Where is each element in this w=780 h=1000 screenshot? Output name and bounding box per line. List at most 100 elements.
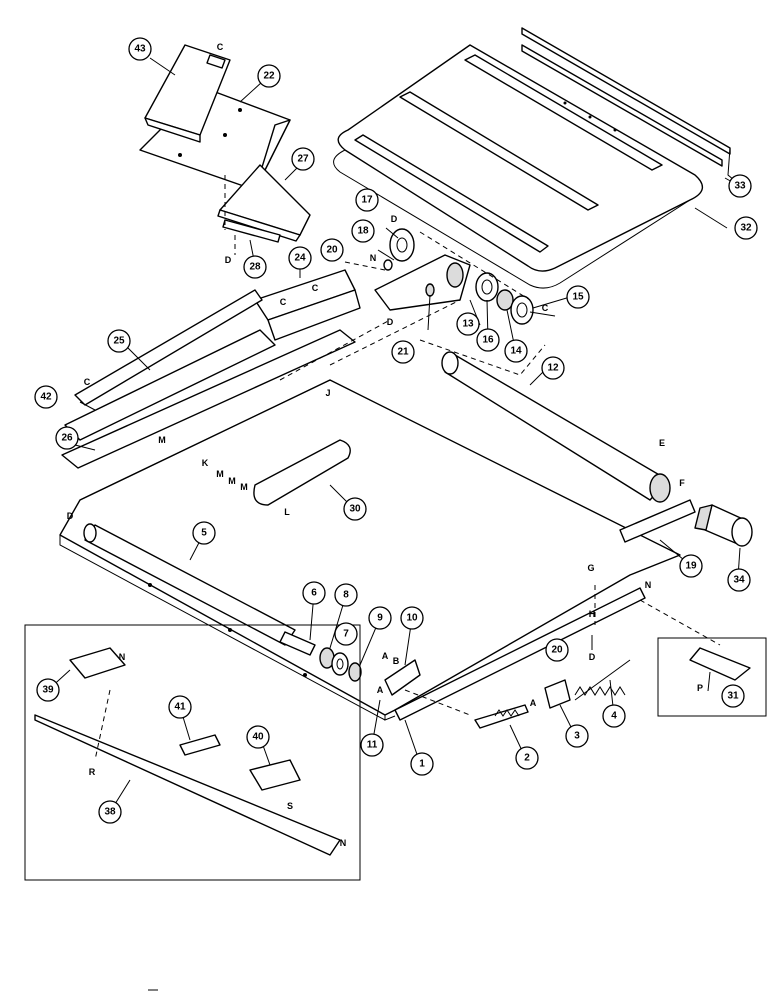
svg-text:43: 43 [134,44,146,55]
letter-label: N [370,253,377,263]
callout-17: 17 [355,188,379,212]
letter-label: D [589,652,596,662]
letter-label: P [697,683,703,693]
letter-label: A [382,651,389,661]
callout-11: 11 [360,733,384,757]
svg-text:30: 30 [349,504,361,515]
triangle-bracket-27 [217,164,311,242]
callout-33: 33 [728,174,752,198]
strap-28 [222,219,281,243]
letter-label: C [84,377,91,387]
callout-24: 24 [288,246,312,270]
svg-text:20: 20 [326,245,338,256]
callout-41: 41 [168,695,192,719]
svg-text:8: 8 [343,590,349,601]
bracket-10 [384,659,421,696]
svg-text:1: 1 [419,759,425,770]
letter-label: D [67,511,74,521]
bearing-14 [496,289,514,311]
callout-15: 15 [566,285,590,309]
letter-label: N [645,580,652,590]
svg-text:38: 38 [104,807,116,818]
top-cover-panel [333,44,703,289]
letter-label: H [589,609,596,619]
clip-3 [544,679,571,709]
letter-label: C [280,297,287,307]
callout-26: 26 [55,426,79,450]
svg-text:17: 17 [361,195,373,206]
svg-text:16: 16 [482,335,494,346]
callout-6: 6 [302,581,326,605]
letter-label: M [240,482,248,492]
svg-text:24: 24 [294,253,306,264]
callout-1: 1 [410,752,434,776]
callout-16: 16 [476,328,500,352]
callout-28: 28 [243,255,267,279]
callout-20a: 20 [320,238,344,262]
svg-text:2: 2 [524,753,530,764]
svg-text:3: 3 [574,731,580,742]
letter-label: D [387,317,394,327]
svg-text:32: 32 [740,223,752,234]
letter-label: L [284,507,290,517]
svg-text:10: 10 [406,613,418,624]
callout-8: 8 [334,583,358,607]
callout-43: 43 [128,37,152,61]
callout-5: 5 [192,521,216,545]
svg-text:7: 7 [343,629,349,640]
letter-label: G [587,563,594,573]
callout-32: 32 [734,216,758,240]
svg-text:39: 39 [42,685,54,696]
washer-7 [331,652,349,676]
callout-22: 22 [257,64,281,88]
svg-text:42: 42 [40,392,52,403]
top-rails [521,27,741,186]
callout-42: 42 [34,385,58,409]
inset-detail [24,624,361,881]
side-rail-19 [394,499,696,721]
motor-34 [694,504,753,547]
bearing-16 [475,272,499,302]
letter-label: B [393,656,400,666]
letter-label: A [530,698,537,708]
letter-label: M [228,476,236,486]
callout-38: 38 [98,800,122,824]
letter-label: M [216,469,224,479]
callout-31: 31 [721,684,745,708]
letter-label: C [542,303,549,313]
svg-text:6: 6 [311,588,317,599]
svg-text:41: 41 [174,702,186,713]
callout-2: 2 [515,746,539,770]
callout-20b: 20 [545,638,569,662]
callout-9: 9 [368,606,392,630]
letter-label: M [158,435,166,445]
spring-2 [474,704,529,729]
callout-13: 13 [456,312,480,336]
main-tray [59,379,681,721]
letter-label: F [679,478,685,488]
callout-34: 34 [727,568,751,592]
callout-12: 12 [541,356,565,380]
svg-text:11: 11 [367,740,378,751]
callout-27: 27 [291,147,315,171]
guide-lines [94,175,721,761]
svg-text:20: 20 [551,645,563,656]
callout-25: 25 [107,329,131,353]
callout-39: 39 [36,678,60,702]
letter-label: D [391,214,398,224]
callout-3: 3 [565,724,589,748]
svg-text:9: 9 [377,613,383,624]
callout-40: 40 [246,725,270,749]
letter-label: E [659,438,665,448]
callout-21: 21 [391,340,415,364]
letter-labels: C C C C C D D D D D E F G H J K L M M M … [67,42,703,848]
svg-text:34: 34 [733,575,745,586]
inset-31 [657,637,767,717]
svg-text:27: 27 [297,154,309,165]
letter-label: N [340,838,347,848]
svg-text:25: 25 [113,336,125,347]
deflector-30 [253,439,351,506]
svg-text:33: 33 [734,181,746,192]
letter-label: J [325,388,330,398]
